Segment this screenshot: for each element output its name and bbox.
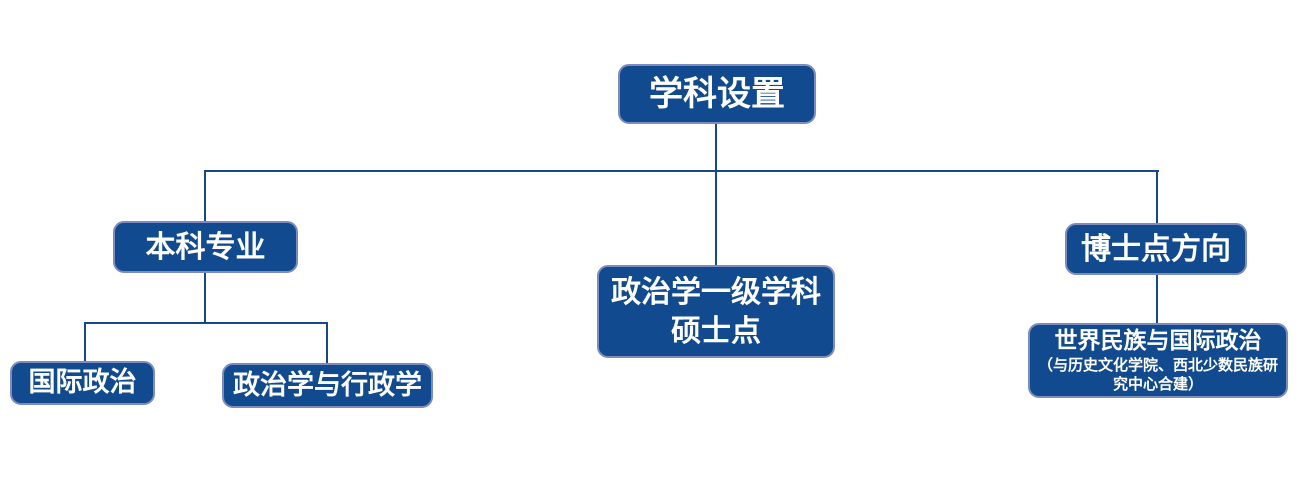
node-world-ethnic-intl-politics-label: 世界民族与国际政治 xyxy=(1054,327,1262,354)
node-doctoral-direction: 博士点方向 xyxy=(1065,223,1247,275)
connector-root-vertical xyxy=(715,124,717,172)
node-political-science-admin: 政治学与行政学 xyxy=(222,363,433,408)
connector-poladmin-vertical xyxy=(326,322,328,363)
node-international-politics-label: 国际政治 xyxy=(28,367,137,398)
node-world-ethnic-intl-politics-sublabel: （与历史文化学院、西北少数民族研 究中心合建） xyxy=(1037,357,1278,393)
node-undergraduate-majors-label: 本科专业 xyxy=(145,230,266,264)
connector-main-horizontal xyxy=(204,170,1159,172)
connector-masters-vertical xyxy=(715,170,717,265)
node-international-politics: 国际政治 xyxy=(10,361,155,405)
node-discipline-setup-label: 学科设置 xyxy=(649,74,785,113)
node-undergraduate-majors: 本科专业 xyxy=(113,221,298,273)
connector-doctoral-vertical xyxy=(1156,170,1158,223)
node-political-science-admin-label: 政治学与行政学 xyxy=(233,369,422,400)
connector-undergrad-horizontal xyxy=(84,322,328,324)
node-discipline-setup: 学科设置 xyxy=(618,64,816,124)
node-world-ethnic-intl-politics: 世界民族与国际政治 （与历史文化学院、西北少数民族研 究中心合建） xyxy=(1028,323,1288,398)
connector-world-vertical xyxy=(1156,275,1158,323)
node-masters-program-label: 政治学一级学科 硕士点 xyxy=(611,275,821,348)
connector-intl-vertical xyxy=(84,322,86,361)
node-masters-program: 政治学一级学科 硕士点 xyxy=(597,265,835,358)
node-doctoral-direction-label: 博士点方向 xyxy=(1081,232,1231,266)
